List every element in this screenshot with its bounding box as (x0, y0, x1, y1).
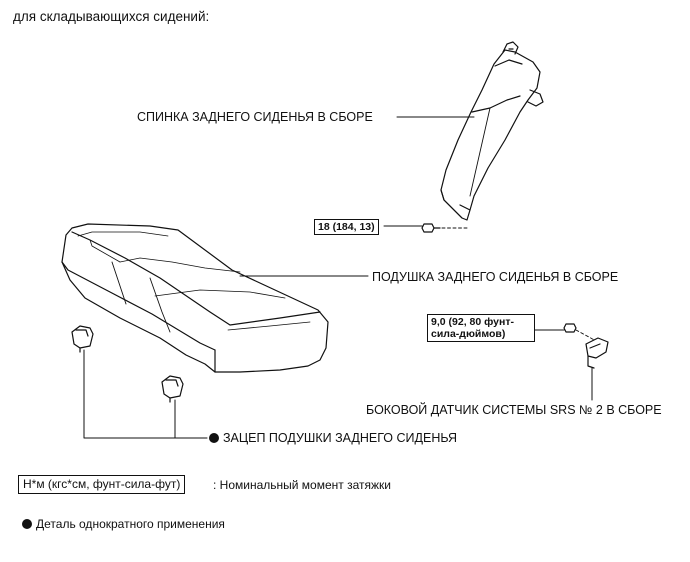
seatback-bolt-torque: 18 (184, 13) (314, 219, 379, 235)
leader-lines (239, 116, 593, 401)
srs-sensor-drawing (563, 323, 609, 369)
srs-sensor-label: БОКОВОЙ ДАТЧИК СИСТЕМЫ SRS № 2 В СБОРЕ (366, 403, 662, 417)
page-heading: для складывающихся сидений: (13, 9, 210, 24)
rear-seatback-drawing (440, 41, 544, 221)
seatback-bolt-drawing (421, 223, 469, 233)
cushion-hook-right-drawing (161, 375, 184, 403)
sensor-bolt-torque-line1: 9,0 (92, 80 фунт- (431, 316, 514, 328)
single-use-dot-icon (209, 433, 219, 443)
torque-unit-legend-box: Н*м (кгс*см, фунт-сила-фут) (18, 475, 186, 494)
seatback-label: СПИНКА ЗАДНЕГО СИДЕНЬЯ В СБОРЕ (137, 110, 373, 124)
cushion-label: ПОДУШКА ЗАДНЕГО СИДЕНЬЯ В СБОРЕ (372, 270, 619, 284)
hook-label: ЗАЦЕП ПОДУШКИ ЗАДНЕГО СИДЕНЬЯ (223, 431, 458, 445)
legend-single-use-dot-icon (22, 519, 32, 529)
rear-cushion-drawing (61, 223, 329, 373)
cushion-hook-left-drawing (71, 325, 94, 353)
single-use-legend: Деталь однократного применения (36, 517, 225, 531)
sensor-bolt-torque: 9,0 (92, 80 фунт- сила-дюймов) (427, 314, 535, 342)
hook-callout-lines (83, 349, 208, 439)
torque-unit-legend-desc: : Номинальный момент затяжки (213, 478, 391, 492)
sensor-bolt-torque-line2: сила-дюймов) (431, 328, 506, 340)
